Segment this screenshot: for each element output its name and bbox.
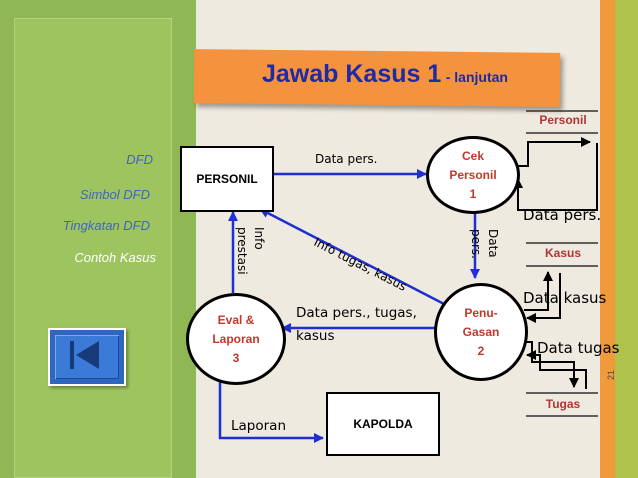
process-cek-line1: Cek: [461, 148, 484, 163]
flow-penugasan-to-store-kasus: [524, 271, 553, 311]
process-eval-line2: Laporan: [212, 331, 260, 346]
flow-eval-to-kapolda: [218, 378, 324, 443]
nav-item-simbol-dfd[interactable]: Simbol DFD: [79, 187, 150, 202]
process-cek-line2: Personil: [449, 167, 497, 182]
sidebar-panel: [14, 18, 172, 478]
sidebar: [0, 0, 196, 478]
flow-label-info-prestasi-1: Info: [252, 227, 266, 250]
right-accent-stripe: [600, 0, 615, 478]
nav-item-dfd[interactable]: DFD: [126, 152, 153, 167]
flow-label-data-pers-vertical-1: Data: [486, 229, 500, 258]
flow-label-data-tugas: Data tugas: [537, 339, 620, 357]
flow-label-data-pers-store: Data pers.: [523, 206, 602, 224]
flow-label-data-kasus: Data kasus: [523, 289, 607, 307]
process-penugasan-line2: Gasan: [462, 324, 500, 339]
process-penugasan: Penu- Gasan 2: [434, 283, 528, 381]
flow-store-tugas-to-penugasan: [526, 350, 587, 389]
flow-store-personil-to-cek: [513, 143, 598, 211]
store-tugas-label: Tugas: [545, 397, 581, 411]
flow-penugasan-to-personil: [259, 207, 447, 307]
title-main: Jawab Kasus 1: [262, 60, 442, 88]
nav-item-tingkatan-dfd[interactable]: Tingkatan DFD: [62, 218, 150, 233]
skip-back-icon: [70, 341, 99, 369]
flow-label-info-prestasi-2: prestasi: [235, 227, 249, 275]
entity-kapolda: KAPOLDA: [326, 392, 440, 456]
process-penugasan-line3: 2: [477, 343, 485, 358]
nav-item-contoh-kasus[interactable]: Contoh Kasus: [74, 250, 156, 265]
process-eval-line3: 3: [232, 350, 240, 365]
process-eval-line1: Eval &: [217, 312, 255, 327]
store-kasus-label: Kasus: [544, 246, 582, 260]
entity-personil-label: PERSONIL: [196, 172, 258, 186]
flow-label-data-pers-vertical: Data pers.: [465, 229, 501, 269]
process-cek-personil: Cek Personil 1: [426, 136, 520, 214]
entity-kapolda-label: KAPOLDA: [353, 417, 413, 431]
back-button-face: [55, 335, 119, 379]
process-cek-line3: 1: [469, 186, 477, 201]
process-eval-laporan: Eval & Laporan 3: [186, 293, 286, 385]
flow-store-kasus-to-penugasan: [526, 273, 561, 323]
flow-label-laporan: Laporan: [231, 418, 287, 434]
back-button[interactable]: [48, 328, 126, 386]
title-sub: - lanjutan: [445, 69, 508, 85]
flow-label-data-pers-tugas-2: kasus: [296, 328, 335, 344]
flow-label-info-prestasi: Info prestasi: [231, 227, 267, 275]
flow-label-data-pers-tugas-1: Data pers., tugas,: [296, 305, 417, 321]
flow-label-data-pers: Data pers.: [315, 152, 378, 166]
page-title: Jawab Kasus 1 - lanjutan: [262, 60, 562, 94]
process-penugasan-line1: Penu-: [464, 305, 498, 320]
flow-cek-to-store-personil: [517, 137, 591, 167]
store-personil-label: Personil: [539, 113, 587, 127]
entity-personil: PERSONIL: [180, 146, 274, 212]
flow-label-data-pers-vertical-2: pers.: [469, 229, 483, 259]
right-green-stripe: [615, 0, 638, 478]
